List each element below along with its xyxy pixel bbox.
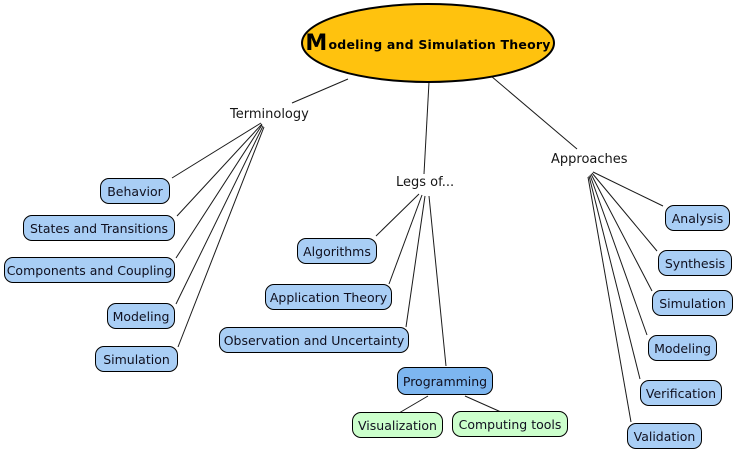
connector-line	[388, 194, 423, 285]
node-simulation-right[interactable]: Simulation	[652, 290, 733, 316]
connector-line	[490, 75, 578, 150]
node-modeling-left[interactable]: Modeling	[107, 303, 175, 329]
branch-approaches[interactable]: Approaches	[551, 152, 628, 167]
node-computing-tools[interactable]: Computing tools	[452, 411, 568, 437]
connector-line	[175, 125, 264, 305]
connector-line	[291, 78, 349, 104]
root-title-text: odeling and Simulation Theory	[328, 36, 551, 52]
connector-line	[464, 395, 502, 413]
connector-line	[590, 173, 653, 292]
root-title-initial: M	[305, 31, 328, 56]
node-synthesis[interactable]: Synthesis	[658, 250, 732, 276]
node-modeling-right[interactable]: Modeling	[648, 335, 717, 361]
node-simulation-left[interactable]: Simulation	[95, 346, 178, 372]
branch-terminology[interactable]: Terminology	[230, 107, 309, 122]
node-verification[interactable]: Verification	[640, 380, 722, 406]
connector-line	[592, 171, 664, 207]
node-behavior[interactable]: Behavior	[100, 178, 170, 204]
node-visualization[interactable]: Visualization	[352, 412, 443, 438]
node-validation[interactable]: Validation	[627, 423, 702, 449]
node-observation-and-uncertainty[interactable]: Observation and Uncertainty	[219, 327, 409, 353]
connector-line	[428, 195, 447, 367]
connector-line	[375, 193, 420, 237]
connector-line	[175, 124, 263, 259]
connector-line	[591, 172, 658, 252]
node-application-theory[interactable]: Application Theory	[265, 284, 392, 310]
connector-line	[588, 175, 641, 380]
connector-line	[423, 81, 430, 175]
connector-line	[176, 123, 263, 217]
branch-legs-of[interactable]: Legs of...	[396, 175, 455, 190]
connector-line	[177, 126, 265, 348]
node-analysis[interactable]: Analysis	[665, 205, 730, 231]
connector-line	[587, 176, 632, 423]
node-programming[interactable]: Programming	[397, 367, 493, 395]
connector-line	[405, 195, 426, 328]
connector-line	[589, 174, 648, 336]
node-algorithms[interactable]: Algorithms	[297, 238, 377, 264]
connector-line	[171, 122, 262, 179]
connector-line	[398, 395, 429, 414]
node-states-and-transitions[interactable]: States and Transitions	[23, 215, 175, 241]
node-components-and-coupling[interactable]: Components and Coupling	[4, 257, 175, 283]
root-node-ellipse[interactable]	[301, 3, 555, 83]
